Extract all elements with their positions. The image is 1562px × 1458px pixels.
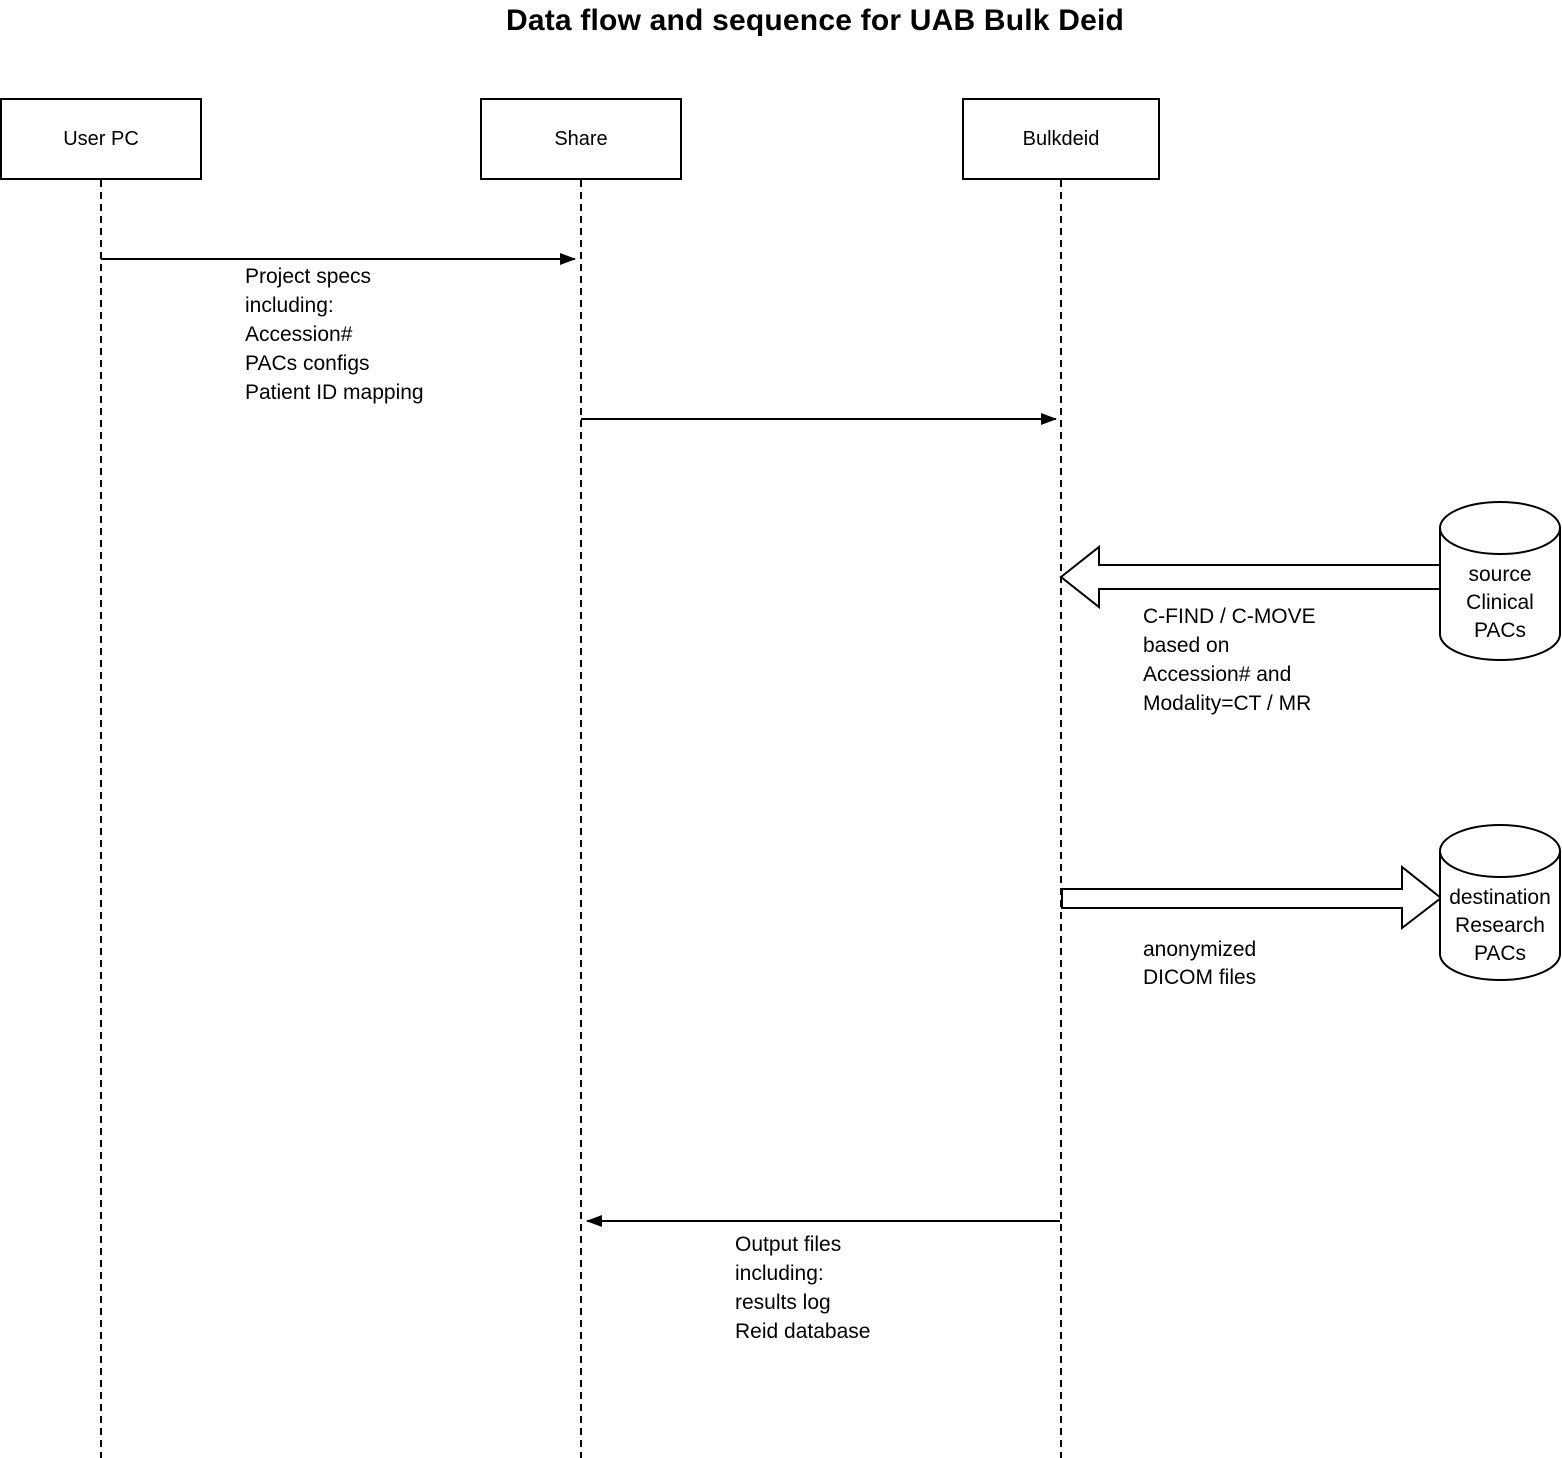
message-label-output-files: Output files including: results log Reid…: [735, 1233, 871, 1343]
actor-share-label: Share: [554, 127, 608, 150]
message-label-project-specs: Project specs including: Accession# PACs…: [245, 265, 424, 404]
db-label-destination-research-pacs: destination Research PACs: [1449, 886, 1551, 965]
block-arrow-cfind-cmove: [1059, 544, 1441, 610]
database-source-clinical-pacs-icon: [1439, 501, 1561, 661]
db-label-source-clinical-pacs: source Clinical PACs: [1466, 563, 1534, 642]
actor-user-pc-label: User PC: [63, 127, 139, 150]
database-destination-research-pacs-icon: [1439, 824, 1561, 981]
block-arrow-anonymized-dicom: [1061, 864, 1443, 931]
diagram-title: Data flow and sequence for UAB Bulk Deid: [505, 4, 1125, 37]
actor-bulkdeid-label: Bulkdeid: [1022, 127, 1100, 150]
message-label-anonymized-dicom: anonymized DICOM files: [1143, 938, 1257, 989]
message-label-cfind-cmove: C-FIND / C-MOVE based on Accession# and …: [1143, 605, 1316, 715]
actor-share: Share: [480, 98, 682, 180]
actor-user-pc: User PC: [0, 98, 202, 180]
actor-bulkdeid: Bulkdeid: [962, 98, 1160, 180]
